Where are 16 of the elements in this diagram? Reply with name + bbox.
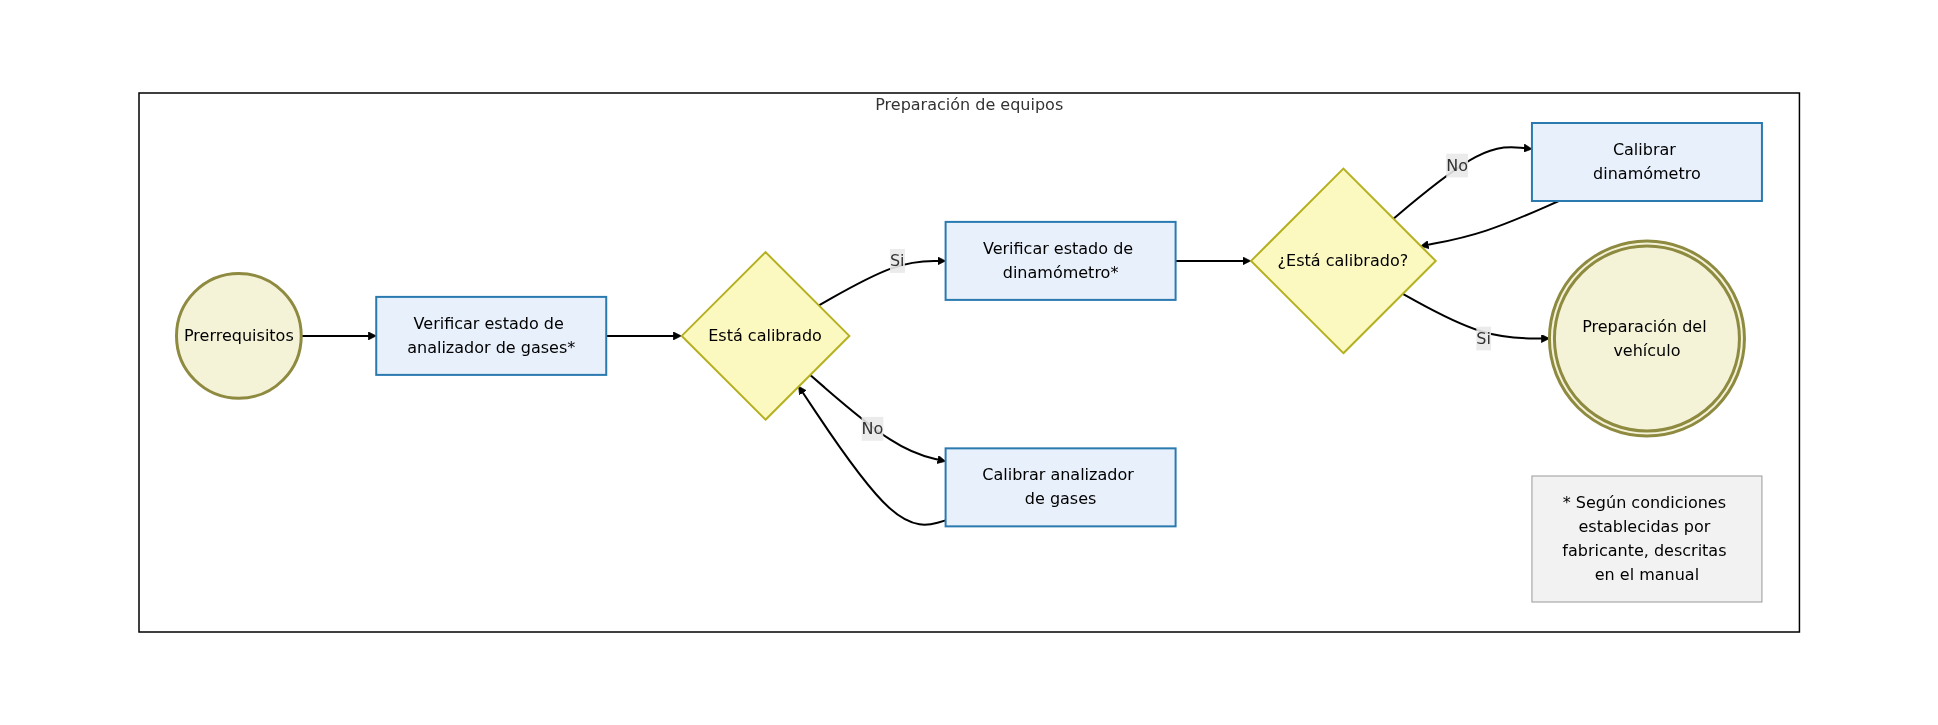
edge-label: No [1445,155,1468,175]
edge-label: No [861,418,883,438]
node-circle: Preparación del vehículo [1547,239,1746,438]
arrow [1401,292,1550,343]
arrow [808,373,946,464]
node-diamond: Está calibrado [680,250,851,422]
edge-label: Si [889,250,905,270]
node-box: Calibrar analizador de gases [944,447,1177,528]
node-diamond: ¿Está calibrado? [1249,167,1437,355]
edge-label: Si [1476,328,1491,348]
node-box: Calibrar dinamómetro [1530,122,1763,202]
node-circle: Prerrequisitos [174,272,303,400]
node-box: Verificar estado de analizador de gases* [375,295,607,376]
node-box: * Según condiciones establecidas por fabricante, descritas en el manual [1531,475,1763,603]
arrow [1419,200,1560,250]
node-box: Verificar estado de dinamómetro* [944,220,1177,301]
